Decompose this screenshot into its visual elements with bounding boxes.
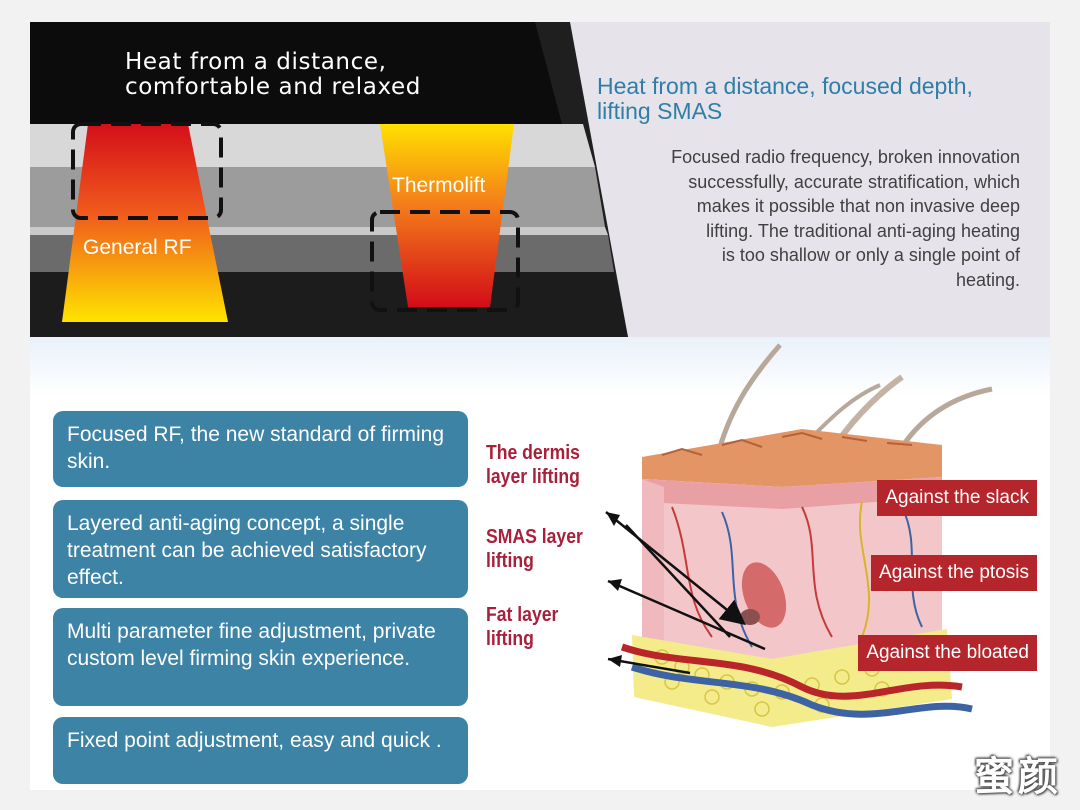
benefit-badge: Against the ptosis bbox=[871, 555, 1037, 591]
general-rf-cone bbox=[62, 124, 228, 322]
section-description: Focused radio frequency, broken innovati… bbox=[671, 147, 1020, 290]
section-title: Heat from a distance, focused depth, lif… bbox=[597, 73, 973, 124]
features-panel: Focused RF, the new standard of firming … bbox=[30, 337, 1050, 790]
thermolift-label: Thermolift bbox=[392, 174, 486, 197]
depth-illustration bbox=[30, 22, 628, 337]
infographic-card: Heat from a distance, comfortable and re… bbox=[30, 22, 1050, 790]
banner-title: Heat from a distance, comfortable and re… bbox=[125, 49, 421, 100]
layer-arrows bbox=[605, 511, 766, 675]
feature-item: Fixed point adjustment, easy and quick . bbox=[53, 717, 468, 784]
comparison-panel: Heat from a distance, comfortable and re… bbox=[30, 22, 1050, 337]
surface-focus-box bbox=[71, 122, 223, 220]
general-rf-label: General RF bbox=[83, 236, 192, 259]
benefit-badge: Against the bloated bbox=[858, 635, 1037, 671]
watermark-logo: 蜜颜 bbox=[974, 753, 1062, 800]
deep-focus-box bbox=[370, 210, 520, 312]
feature-item: Multi parameter fine adjustment, private… bbox=[53, 608, 468, 706]
feature-item: Layered anti-aging concept, a single tre… bbox=[53, 500, 468, 598]
thermolift-cone bbox=[380, 124, 514, 307]
benefit-badge: Against the slack bbox=[877, 480, 1037, 516]
feature-item: Focused RF, the new standard of firming … bbox=[53, 411, 468, 487]
